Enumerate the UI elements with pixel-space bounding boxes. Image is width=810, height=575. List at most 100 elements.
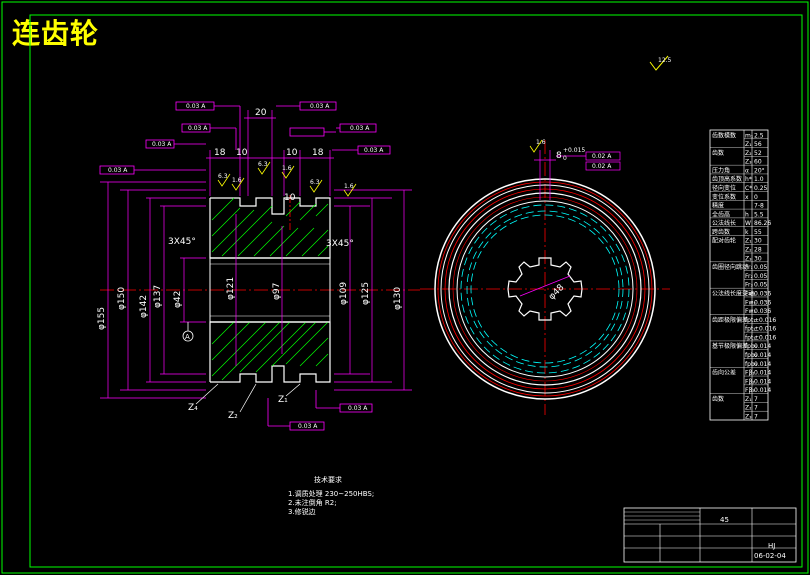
dim-top-2: 20 (255, 108, 267, 118)
param-cell: Z₃ (745, 414, 752, 421)
param-cell: 30 (754, 255, 762, 262)
param-cell: 7 (754, 396, 758, 403)
label-z1: Z₁ (278, 395, 288, 405)
param-cell: 55 (754, 229, 762, 236)
param-cell: Z₂ (745, 247, 752, 254)
param-cell: Z₁ (745, 396, 752, 403)
dim-d150: φ150 (117, 287, 127, 310)
corner-roughness: 12.5 (649, 55, 672, 71)
param-cell: 全齿高 (712, 210, 730, 218)
dim-top-3: 18 (312, 148, 324, 158)
param-cell: fpb₁ (745, 343, 758, 350)
roughness-6: 1.6 (344, 183, 354, 190)
param-cell: Fβ₃ (745, 387, 755, 394)
keyway-tol: +0.015 (563, 147, 585, 154)
param-cell: 公法线长 (712, 219, 736, 227)
dim-d121: φ121 (226, 277, 236, 300)
tol-frame-2: 0.03 A (188, 125, 208, 132)
param-cell: 变位系数 (712, 193, 736, 201)
param-cell: 28 (754, 247, 762, 254)
param-cell: 0.036 (754, 308, 771, 315)
roughness-2: 6.3 (258, 161, 268, 168)
tol-frame-3: 0.03 A (152, 141, 172, 148)
dim-d137: φ137 (153, 285, 163, 308)
param-cell: 齿距极限偏差 (712, 316, 748, 324)
roughness-4: 1.6 (232, 177, 242, 184)
drawing-code: HJ (768, 542, 775, 550)
param-cell: 0.05 (754, 264, 768, 271)
tol-frame-7: 0.03 A (364, 147, 384, 154)
param-cell: 60 (754, 159, 762, 166)
param-cell: 压力角 (712, 166, 730, 174)
side-roughness: 1.6 (536, 139, 546, 146)
tol-frame-5: 0.03 A (310, 103, 330, 110)
tol-frame-4: 0.03 A (108, 167, 128, 174)
label-z2: Z₂ (228, 411, 238, 421)
param-cell: Fr₂ (745, 273, 753, 280)
param-cell: ±0.016 (754, 326, 776, 333)
param-cell: Z₂ (745, 150, 752, 157)
param-cell: 20° (754, 167, 765, 174)
param-cell: x (745, 194, 749, 201)
param-cell: fpb₂ (745, 352, 758, 359)
param-cell: Z₁ (745, 141, 752, 148)
param-cell: 0.036 (754, 299, 771, 306)
dim-d125: φ125 (361, 282, 371, 305)
param-cell: 0.014 (754, 370, 771, 377)
note-2: 2.未注倒角 R2; (288, 498, 337, 507)
front-section-view: 18 20 18 10 10 10 φ155 φ150 φ142 φ137 φ4… (97, 101, 420, 431)
dim-d109: φ109 (339, 282, 349, 305)
param-cell: fpt₁ (745, 317, 756, 324)
param-cell: Z₁ (745, 238, 752, 245)
param-cell: Z₃ (745, 159, 752, 166)
dim-d97: φ97 (272, 283, 282, 300)
param-cell: m₁ (745, 132, 754, 139)
param-cell: 56 (754, 141, 762, 148)
drawing-title: 连齿轮 (12, 17, 100, 50)
param-cell: 齿向公差 (712, 369, 736, 377)
bore-diameter: φ48 (547, 283, 567, 303)
param-cell: 径向变位 (712, 184, 736, 192)
material-value: 45 (720, 516, 729, 524)
param-cell: 86.26 (754, 220, 771, 227)
note-3: 3.修锐边 (288, 507, 316, 516)
chamfer-right-label: 3X45° (326, 239, 354, 249)
param-cell: 齿数 (712, 395, 724, 403)
datum-a-label: A (185, 333, 190, 341)
param-cell: α (745, 167, 749, 174)
tol-frame-8: 0.03 A (348, 405, 368, 412)
roughness-1: 6.3 (218, 173, 228, 180)
side-view: 8 +0.015 0 0.02 A 0.02 A φ48 1.6 (420, 139, 670, 415)
roughness-3: 1.6 (282, 165, 292, 172)
param-cell: 0.014 (754, 352, 771, 359)
param-cell: 0.05 (754, 273, 768, 280)
param-cell: 52 (754, 150, 762, 157)
dim-center: 10 (284, 193, 296, 203)
tol-frame-9: 0.03 A (298, 423, 318, 430)
param-cell: fpt₃ (745, 334, 756, 341)
param-cell: C* (745, 185, 752, 192)
param-cell: 0.036 (754, 290, 771, 297)
param-cell: 齿圈径向跳动 (712, 263, 748, 271)
param-cell: 7 (754, 414, 758, 421)
param-cell: fpb₃ (745, 361, 758, 368)
param-cell: Fr₁ (745, 264, 753, 271)
roughness-5: 6.3 (310, 179, 320, 186)
dim-top-4: 10 (236, 148, 248, 158)
param-cell: 7-8 (754, 203, 764, 210)
param-cell: 0.014 (754, 378, 771, 385)
tol-frame-1: 0.03 A (186, 103, 206, 110)
param-cell: Fβ₂ (745, 378, 755, 385)
param-cell: fpt₂ (745, 326, 756, 333)
technical-notes: 技术要求 1.调质处理 230~250HBS; 2.未注倒角 R2; 3.修锐边 (288, 475, 374, 516)
param-cell: 0.014 (754, 343, 771, 350)
dim-d130: φ130 (393, 287, 403, 310)
param-cell: Fw₁ (745, 290, 756, 297)
param-cell: ±0.016 (754, 317, 776, 324)
param-cell: 0.25 (754, 185, 768, 192)
param-cell: W (745, 220, 751, 227)
param-cell: Fr₃ (745, 282, 753, 289)
param-cell: 1.0 (754, 176, 764, 183)
